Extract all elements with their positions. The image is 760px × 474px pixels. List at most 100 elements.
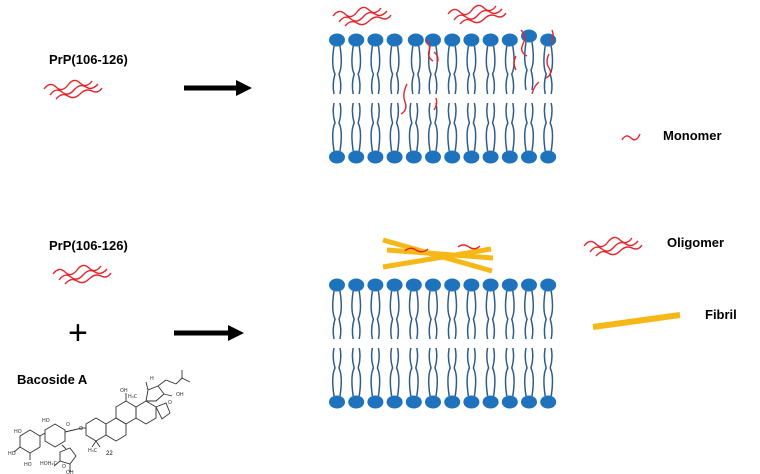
lipid-molecule <box>348 278 365 409</box>
monomer-legend-label: Monomer <box>663 128 722 143</box>
svg-text:H: H <box>150 376 154 382</box>
lipid-head <box>463 278 480 292</box>
lipid-head <box>367 278 384 292</box>
lipid-head <box>348 150 365 164</box>
lipid-head <box>482 278 499 292</box>
lipid-molecule <box>501 33 518 164</box>
lipid-head <box>386 33 403 47</box>
lipid-molecule <box>540 278 557 409</box>
lipid-molecule <box>425 278 441 409</box>
lipid-head <box>405 150 422 164</box>
lipid-head <box>405 395 422 409</box>
oligomer-legend-label: Oligomer <box>667 235 725 250</box>
lipid-bilayer-bottom <box>329 278 557 409</box>
fibril-bundle <box>382 237 494 274</box>
lipid-head <box>463 395 480 409</box>
bacoside-label: Bacoside A <box>17 372 88 387</box>
svg-text:OH: OH <box>176 392 184 398</box>
svg-text:O: O <box>62 464 66 470</box>
svg-text:O: O <box>66 422 70 428</box>
svg-text:HO: HO <box>14 429 22 435</box>
lipid-head <box>482 395 499 409</box>
lipid-molecule <box>329 33 345 164</box>
lipid-head <box>540 395 557 409</box>
lipid-head <box>329 150 345 164</box>
lipid-head <box>367 395 384 409</box>
svg-text:HO: HO <box>8 451 16 457</box>
lipid-molecule <box>463 278 480 409</box>
svg-text:HO: HO <box>24 462 32 468</box>
lipid-head <box>540 150 557 164</box>
peptide-label-bottom: PrP(106-126) <box>49 238 128 253</box>
svg-text:O: O <box>168 400 172 406</box>
bacoside-a-structure <box>13 370 191 472</box>
lipid-head <box>521 278 537 292</box>
peptide-icon-bottom <box>52 264 112 285</box>
lipid-molecule <box>482 278 499 409</box>
lipid-molecule <box>463 33 480 164</box>
lipid-head <box>329 395 345 409</box>
peptide-cluster-left <box>332 6 392 27</box>
peptide-cluster-right <box>447 4 507 25</box>
svg-text:HO: HO <box>42 418 50 424</box>
lipid-head <box>521 29 537 43</box>
svg-text:H₃C: H₃C <box>128 394 138 400</box>
bacoside-a-atom-labels: HO HO HO HO O O HOH₂C OH O OH H₃C H O OH… <box>8 376 184 474</box>
lipid-molecule <box>329 278 345 409</box>
lipid-head <box>444 278 461 292</box>
lipid-molecule <box>367 278 384 409</box>
lipid-head <box>444 395 461 409</box>
lipid-molecule <box>540 33 557 164</box>
lipid-head <box>463 150 480 164</box>
lipid-molecule <box>521 278 537 409</box>
peptide-icon-top <box>43 79 103 100</box>
lipid-head <box>444 150 461 164</box>
lipid-molecule <box>405 278 422 409</box>
lipid-head <box>386 278 403 292</box>
lipid-head <box>405 278 422 292</box>
svg-text:OH: OH <box>66 470 74 474</box>
lipid-molecule <box>386 33 403 164</box>
lipid-molecule <box>348 33 365 164</box>
lipid-molecule <box>521 29 537 164</box>
lipid-head <box>501 150 518 164</box>
lipid-head <box>348 278 365 292</box>
plus-sign: + <box>68 314 88 352</box>
lipid-head <box>501 278 518 292</box>
lipid-head <box>425 33 441 47</box>
lipid-head <box>425 150 441 164</box>
reaction-arrow-top <box>184 80 252 96</box>
lipid-head <box>407 33 424 47</box>
lipid-molecule <box>444 278 461 409</box>
lipid-molecule <box>444 33 461 164</box>
oligomer-on-membrane <box>404 244 481 253</box>
svg-text:O: O <box>79 426 83 432</box>
lipid-head <box>540 278 557 292</box>
compound-number: 22 <box>106 451 113 457</box>
lipid-molecule <box>367 33 384 164</box>
lipid-head <box>348 395 365 409</box>
lipid-molecule <box>405 33 424 164</box>
lipid-head <box>348 33 365 47</box>
peptide-label-top: PrP(106-126) <box>49 52 128 67</box>
lipid-head <box>367 33 384 47</box>
reaction-arrow-bottom <box>174 325 244 341</box>
svg-text:OH: OH <box>120 388 128 394</box>
lipid-head <box>540 33 557 47</box>
svg-text:HOH₂C: HOH₂C <box>40 461 57 467</box>
monomer-legend-icon <box>621 133 641 141</box>
lipid-molecule <box>425 33 441 164</box>
lipid-head <box>386 150 403 164</box>
lipid-head <box>425 395 441 409</box>
svg-text:H₃C: H₃C <box>88 448 98 454</box>
lipid-head <box>501 33 518 47</box>
lipid-head <box>521 150 537 164</box>
lipid-head <box>367 150 384 164</box>
oligomer-legend-icon <box>583 236 643 257</box>
fibril-legend-icon <box>592 312 681 330</box>
lipid-head <box>521 395 537 409</box>
lipid-molecule <box>386 278 403 409</box>
lipid-head <box>501 395 518 409</box>
